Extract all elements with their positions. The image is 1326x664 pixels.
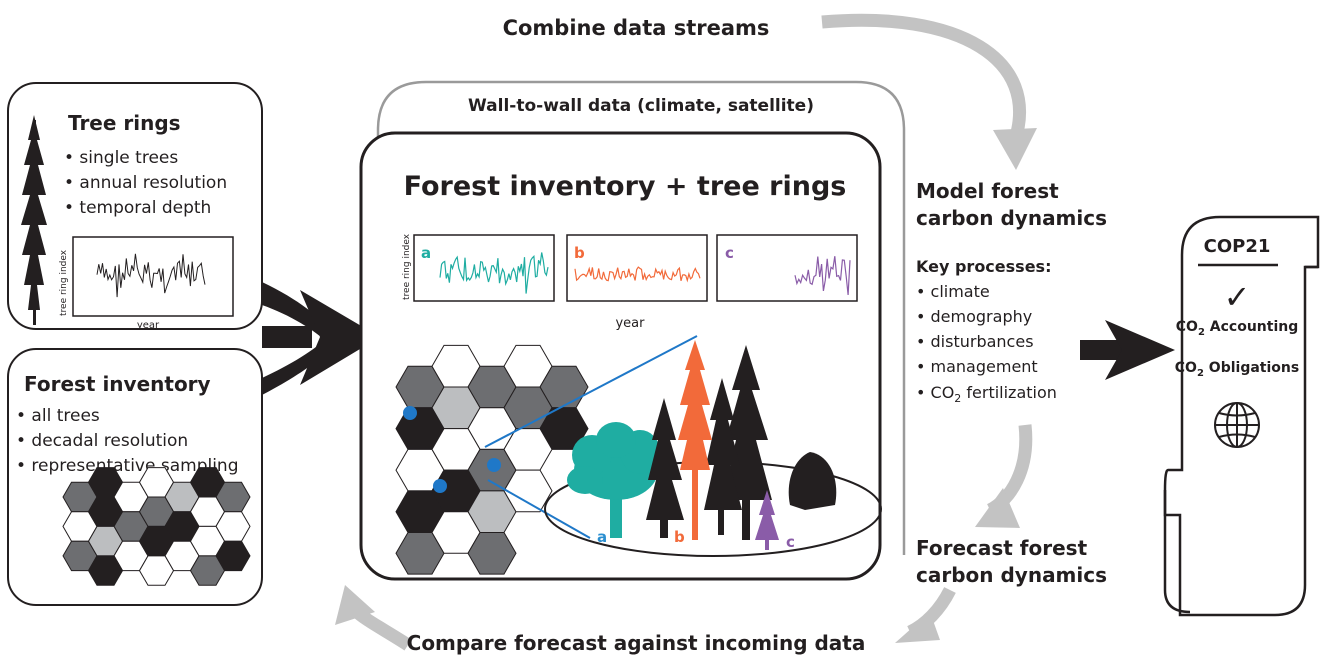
forest-inventory-bullet-sampling: • representative sampling bbox=[16, 456, 239, 476]
combine-to-model-arrow bbox=[821, 13, 1037, 170]
panel-c: c bbox=[716, 234, 858, 302]
panel-a-label: a bbox=[421, 244, 431, 262]
tree-c-label: c bbox=[786, 533, 795, 551]
tree-b-label: b bbox=[674, 528, 685, 546]
center-ylabel: tree ring index bbox=[402, 233, 412, 300]
checkmark-icon: ✓ bbox=[1224, 278, 1251, 316]
conifer-tree-icon bbox=[21, 115, 47, 325]
center-title: Forest inventory + tree rings bbox=[404, 171, 847, 202]
tree-ring-ylabel: tree ring index bbox=[59, 249, 69, 316]
panel-b: b bbox=[566, 234, 708, 302]
tree-rings-bullet-annual-resolution: • annual resolution bbox=[64, 173, 227, 193]
cop21-title: COP21 bbox=[1204, 236, 1271, 257]
key-process-disturbances: • disturbances bbox=[916, 332, 1034, 351]
key-processes-title: Key processes: bbox=[916, 257, 1051, 276]
model-title-line1: Model forest bbox=[916, 179, 1059, 203]
orange-conifer-tree-icon bbox=[678, 340, 712, 540]
center-xlabel: year bbox=[615, 316, 645, 331]
panel-b-series bbox=[574, 266, 701, 283]
tree-a-label: a bbox=[597, 528, 607, 546]
hex-cell bbox=[503, 469, 553, 513]
forest-inventory-box: Forest inventory • all trees • decadal r… bbox=[7, 348, 263, 606]
forest-inventory-title: Forest inventory bbox=[24, 372, 211, 396]
zoom-line-top bbox=[484, 335, 698, 448]
key-process-demography: • demography bbox=[916, 307, 1032, 326]
hex-grid-large bbox=[395, 344, 589, 575]
co2-accounting-label: CO2 Accounting bbox=[1176, 319, 1299, 338]
panel-a: a bbox=[413, 234, 555, 302]
hex-cell bbox=[87, 555, 124, 586]
hex-cell bbox=[138, 555, 175, 586]
cop21-arrow-icon bbox=[1080, 320, 1175, 380]
forecast-to-compare-arrow bbox=[895, 586, 956, 643]
zoom-line-bottom bbox=[487, 479, 591, 539]
sample-plot-dot bbox=[433, 479, 447, 493]
model-section: Model forest carbon dynamics Key process… bbox=[916, 179, 1107, 405]
tree-ring-series bbox=[96, 253, 206, 298]
wall-to-wall-label: Wall-to-wall data (climate, satellite) bbox=[468, 96, 814, 116]
tree-ring-xlabel: year bbox=[137, 320, 160, 331]
hex-cell bbox=[467, 532, 517, 575]
key-process-co2-fertilization: • CO2 fertilization bbox=[916, 383, 1057, 405]
forest-inventory-bullet-all-trees: • all trees bbox=[16, 406, 100, 426]
hex-grid-small bbox=[62, 467, 251, 586]
panel-c-series bbox=[794, 256, 851, 296]
co2-obligations-label: CO2 Obligations bbox=[1175, 360, 1299, 379]
purple-conifer-tree-icon bbox=[755, 490, 779, 550]
hex-cell bbox=[189, 555, 226, 586]
center-box: Forest inventory + tree rings tree ring … bbox=[359, 131, 882, 581]
model-to-forecast-arrow bbox=[975, 424, 1033, 528]
black-conifer-tree-icon bbox=[646, 345, 837, 540]
compare-to-center-arrow bbox=[335, 585, 412, 651]
forecast-title-line1: Forecast forest bbox=[916, 536, 1088, 560]
sample-plot-dot bbox=[487, 458, 501, 472]
key-process-climate: • climate bbox=[916, 282, 990, 301]
teal-deciduous-tree-icon bbox=[567, 422, 660, 538]
merge-arrow-icon bbox=[262, 282, 380, 395]
compare-label: Compare forecast against incoming data bbox=[407, 631, 866, 655]
tree-rings-bullet-temporal-depth: • temporal depth bbox=[64, 198, 211, 218]
panel-c-label: c bbox=[725, 244, 734, 262]
panel-b-label: b bbox=[574, 244, 585, 262]
tree-rings-bullet-single-trees: • single trees bbox=[64, 148, 178, 168]
tree-rings-title: Tree rings bbox=[68, 111, 181, 135]
combine-data-streams-label: Combine data streams bbox=[503, 16, 770, 40]
model-title-line2: carbon dynamics bbox=[916, 206, 1107, 230]
sample-plot-dot bbox=[403, 406, 417, 420]
cop21-scroll: COP21 ✓ CO2 Accounting CO2 Obligations bbox=[1163, 215, 1320, 617]
forest-inventory-bullet-decadal: • decadal resolution bbox=[16, 431, 188, 451]
panel-a-series bbox=[439, 252, 549, 294]
tree-rings-box: Tree rings • single trees • annual resol… bbox=[7, 82, 263, 331]
forecast-title-line2: carbon dynamics bbox=[916, 563, 1107, 587]
globe-icon bbox=[1214, 402, 1260, 448]
key-process-management: • management bbox=[916, 357, 1038, 376]
